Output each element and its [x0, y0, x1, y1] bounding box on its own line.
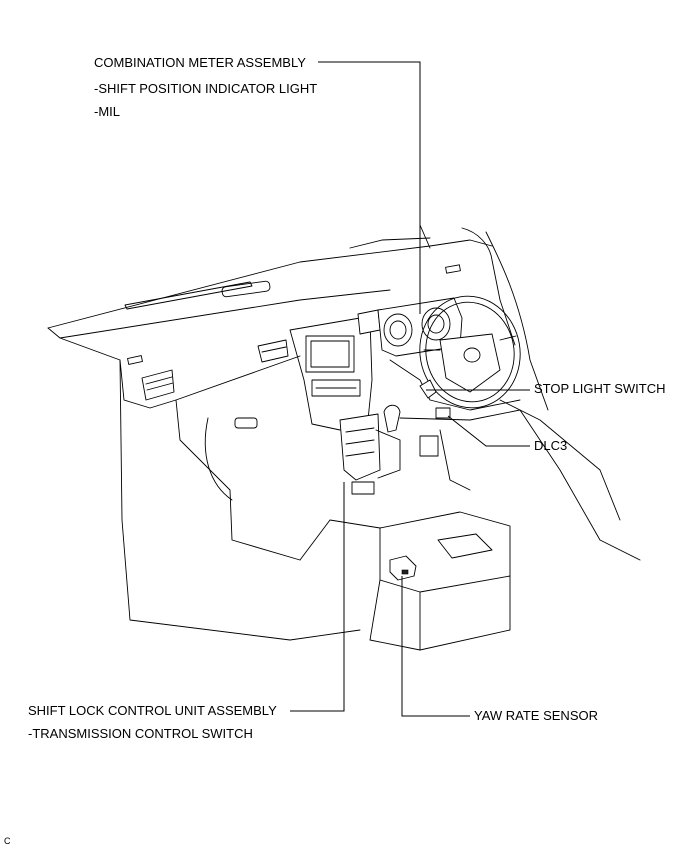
navigation-screen: [310, 340, 350, 368]
dlc3-leader: [447, 415, 530, 447]
stop-light-switch-part: [419, 379, 437, 399]
speedometer-inner: [389, 320, 407, 340]
navigation-screen-frame: [305, 335, 355, 373]
dash-speaker-grille: [221, 280, 271, 298]
console-lid: [437, 533, 493, 559]
floor-bottom: [289, 629, 361, 641]
dash-front-edge: [47, 289, 391, 339]
center-stack: [289, 317, 373, 431]
passenger-dash-face: [59, 337, 301, 409]
door-frame: [485, 231, 549, 411]
steering-wheel-rim: [419, 295, 521, 409]
steering-hub: [439, 333, 501, 393]
speedometer-gauge: [383, 313, 413, 347]
defrost-line: [349, 237, 431, 249]
glovebox-curve: [204, 417, 233, 501]
yaw-sensor-connector: [401, 569, 409, 575]
console-side: [375, 429, 401, 479]
mil-label: -MIL: [94, 104, 120, 119]
shift-lock-unit: [351, 481, 375, 495]
combination-meter-label: COMBINATION METER ASSEMBLY: [94, 55, 306, 70]
a-pillar-line: [419, 224, 431, 249]
passenger-air-vent: [141, 369, 175, 401]
center-vent-right: [357, 309, 381, 335]
combination-meter-leader: [318, 61, 421, 314]
yaw-rate-sensor-part: [389, 555, 417, 581]
small-vent-left: [127, 355, 143, 365]
corner-mark: C: [4, 836, 11, 846]
passenger-footwell: [119, 359, 291, 641]
stop-light-switch-label: STOP LIGHT SWITCH: [534, 381, 666, 396]
dash-top-edge: [47, 239, 493, 329]
shift-lock-leader: [290, 482, 345, 712]
tachometer-gauge: [421, 307, 451, 341]
driver-lower-dash: [389, 359, 521, 411]
shift-console: [339, 413, 381, 481]
shift-lock-unit-label: SHIFT LOCK CONTROL UNIT ASSEMBLY: [28, 703, 277, 718]
center-vent-left: [257, 339, 289, 363]
brake-pedal: [419, 435, 439, 457]
yaw-rate-sensor-leader: [401, 576, 470, 717]
glovebox-outline: [175, 399, 301, 561]
door-line: [499, 399, 621, 521]
transmission-switch-label: -TRANSMISSION CONTROL SWITCH: [28, 726, 253, 741]
right-pillar: [461, 227, 516, 346]
shift-knob: [383, 404, 401, 433]
shift-position-light-label: -SHIFT POSITION INDICATOR LIGHT: [94, 81, 318, 96]
floor-line: [299, 519, 381, 561]
steering-emblem: [463, 347, 481, 363]
center-vent-left-slat: [261, 346, 287, 353]
pedal-line: [439, 429, 471, 491]
dlc3-connector: [435, 407, 451, 419]
dlc3-label: DLC3: [534, 438, 568, 453]
steering-wheel-inner-rim: [425, 301, 515, 403]
yaw-rate-sensor-label: YAW RATE SENSOR: [474, 708, 598, 723]
steering-spokes: [423, 335, 517, 351]
shift-gate: [345, 427, 375, 457]
driver-footwell-edge: [399, 409, 641, 561]
tachometer-inner: [427, 314, 445, 334]
small-vent-right: [445, 264, 461, 274]
glovebox-handle: [234, 417, 258, 429]
defroster-vent: [124, 281, 253, 310]
vent-slats: [145, 376, 174, 391]
